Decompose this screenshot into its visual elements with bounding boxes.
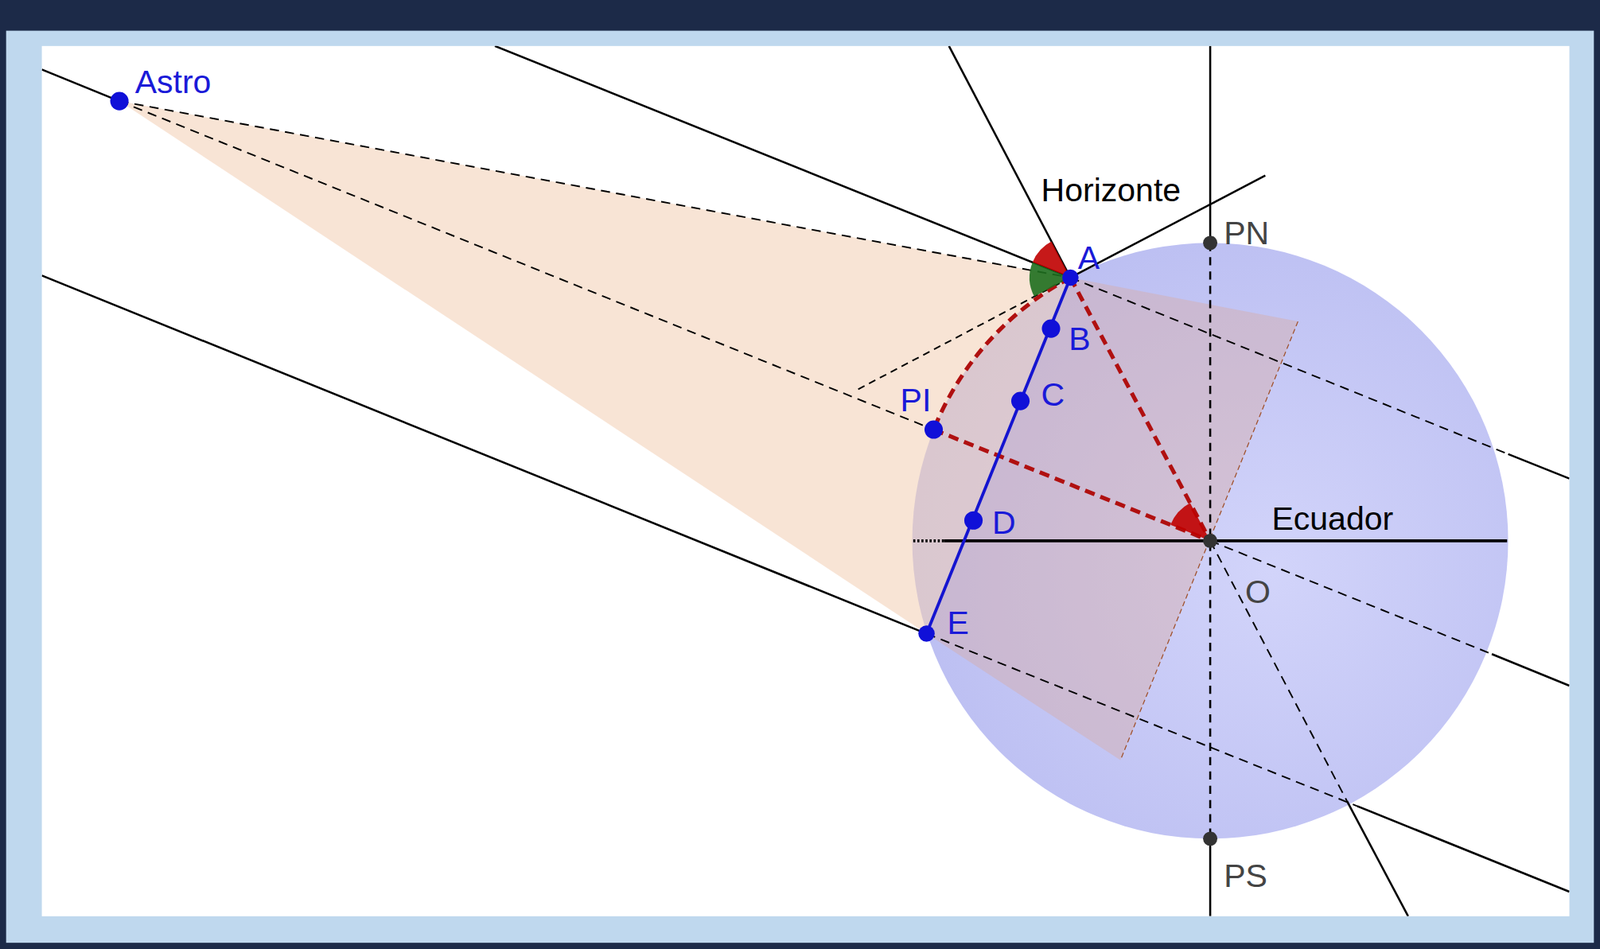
ray-line — [42, 275, 927, 634]
point-label: C — [1039, 377, 1068, 413]
canvas — [42, 46, 1570, 917]
arc-line — [934, 277, 1071, 430]
ray-line — [1070, 277, 1508, 455]
equator-line — [913, 539, 944, 543]
zenith-line — [1210, 541, 1347, 802]
point — [918, 625, 935, 643]
ray-line — [119, 101, 1071, 278]
light-cone — [119, 101, 1071, 634]
ray-line — [926, 634, 1358, 807]
angle-mark — [1170, 502, 1211, 542]
center-label: O — [1242, 575, 1273, 610]
point — [110, 92, 129, 111]
point — [1041, 319, 1060, 339]
shadow-region — [926, 277, 1299, 761]
zenith-line — [949, 46, 1071, 278]
point — [964, 511, 983, 530]
point — [924, 420, 943, 440]
horizon-label: Horizonte — [1039, 173, 1184, 208]
radius-line — [934, 429, 1211, 542]
ray-line — [42, 69, 120, 102]
ray-line — [1508, 454, 1570, 479]
pole-label: PS — [1221, 859, 1270, 894]
point-label: E — [945, 606, 972, 641]
point — [1202, 831, 1218, 846]
axis-line — [1209, 46, 1212, 244]
point — [1202, 235, 1218, 250]
point-label: D — [989, 506, 1019, 541]
point-label: B — [1066, 322, 1093, 357]
pole-label: PN — [1221, 216, 1272, 251]
point-label: A — [1075, 241, 1102, 276]
chord-line — [926, 277, 1071, 635]
axis-line — [1209, 838, 1212, 916]
ray-line — [1210, 541, 1492, 655]
equator-line — [943, 539, 1507, 543]
ray-line — [1491, 654, 1569, 686]
ray-line — [494, 46, 1071, 278]
radius-line — [1070, 277, 1211, 542]
point — [1062, 269, 1079, 287]
equator-label: Ecuador — [1269, 502, 1396, 537]
point-label: Astro — [132, 65, 215, 100]
zenith-line — [1346, 801, 1409, 917]
ray-line — [119, 101, 934, 430]
point-label: PI — [898, 383, 935, 418]
point — [1011, 392, 1030, 411]
point — [1202, 533, 1218, 549]
frame-panel — [6, 31, 1595, 944]
